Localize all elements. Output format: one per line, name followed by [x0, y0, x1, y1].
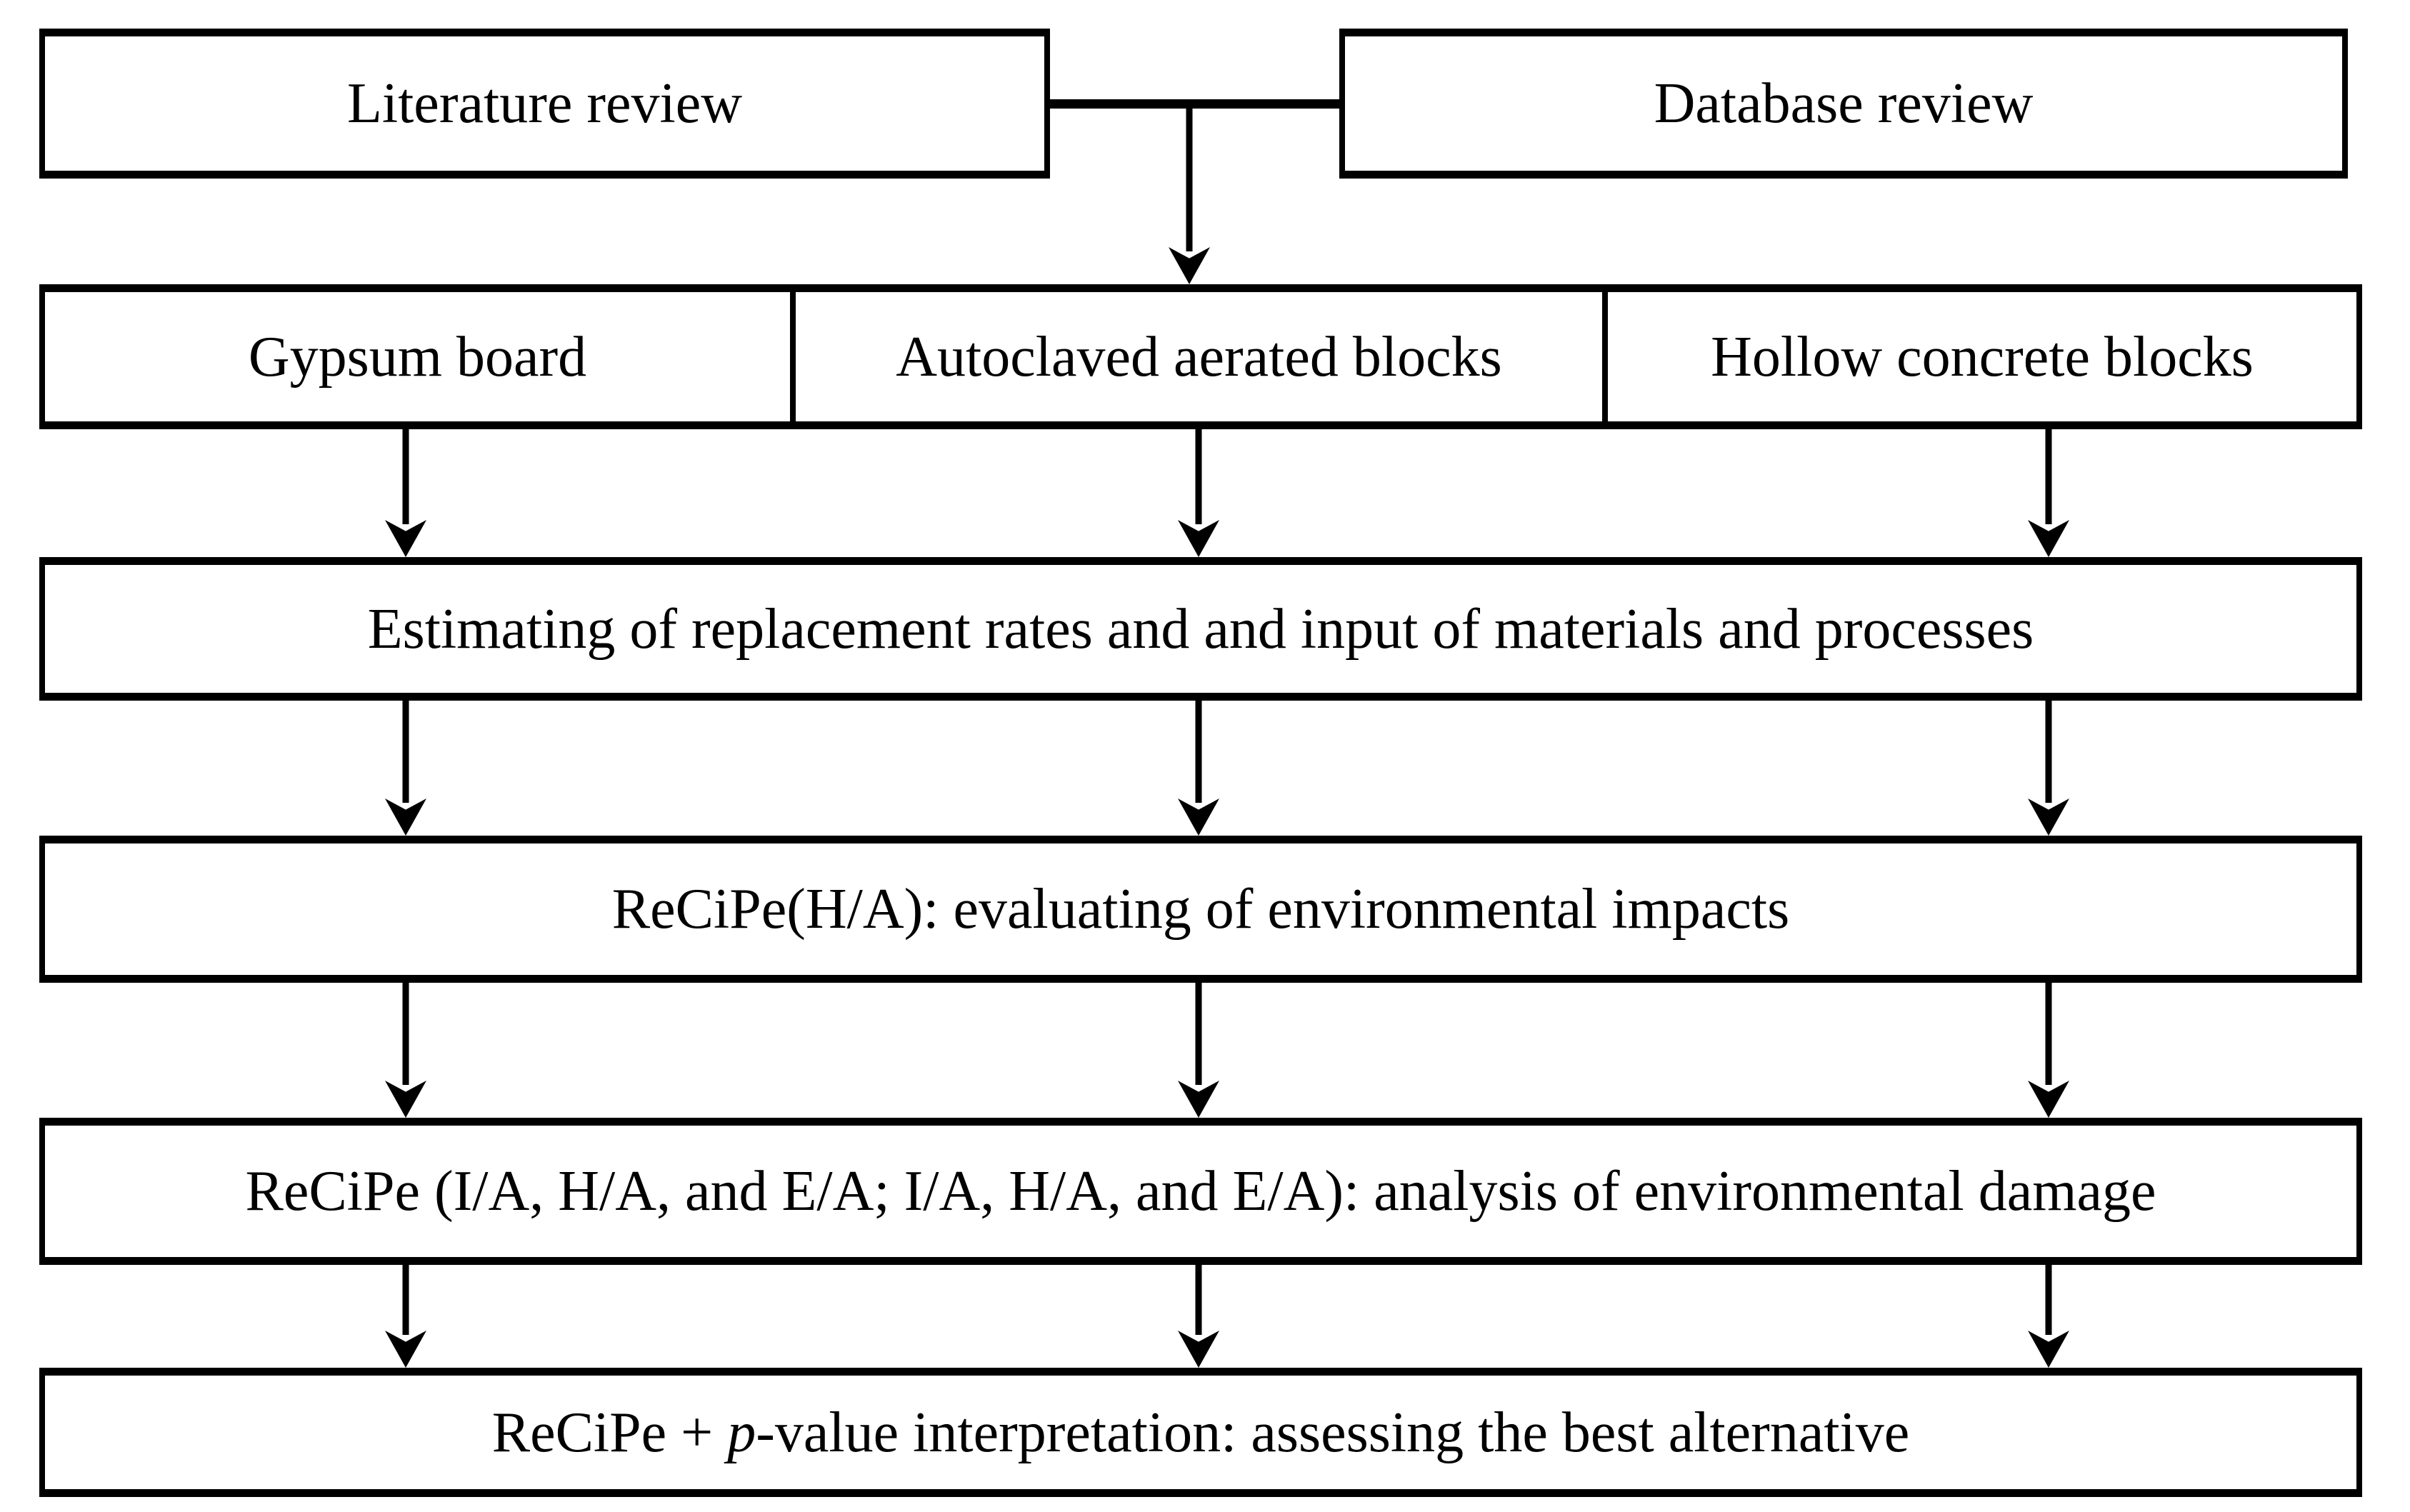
arrow-materials-estimating-left — [385, 429, 426, 557]
arrow-estimating-impacts-left — [385, 701, 426, 836]
arrow-shaft — [402, 1265, 409, 1335]
arrow-shaft — [1195, 983, 1202, 1085]
arrow-estimating-impacts-center — [1178, 701, 1219, 836]
arrowhead-icon — [2028, 520, 2069, 557]
arrow-shaft — [2045, 983, 2052, 1085]
arrow-impacts-damage-center — [1178, 983, 1219, 1118]
recipe-damage-label: ReCiPe (I/A, H/A, and E/A; I/A, H/A, and… — [245, 1160, 2156, 1223]
arrow-damage-interpretation-left — [385, 1265, 426, 1368]
arrowhead-icon — [1178, 1331, 1219, 1368]
hollow-concrete-blocks-cell: Hollow concrete blocks — [1602, 292, 2356, 421]
arrow-damage-interpretation-center — [1178, 1265, 1219, 1368]
literature-review-box: Literature review — [39, 29, 1050, 179]
autoclaved-aerated-blocks-label: Autoclaved aerated blocks — [896, 325, 1502, 389]
arrow-shaft — [402, 429, 409, 524]
arrow-shaft — [402, 983, 409, 1085]
database-review-box: Database review — [1339, 29, 2348, 179]
literature-review-label: Literature review — [346, 72, 742, 135]
arrow-shaft — [2045, 701, 2052, 803]
arrowhead-icon — [1169, 247, 1210, 284]
arrow-estimating-impacts-right — [2028, 701, 2069, 836]
arrow-damage-interpretation-right — [2028, 1265, 2069, 1368]
materials-row-box: Gypsum board Autoclaved aerated blocks H… — [39, 284, 2362, 429]
recipe-pvalue-label: ReCiPe + p-value interpretation: assessi… — [492, 1401, 1910, 1464]
recipe-impacts-box: ReCiPe(H/A): evaluating of environmental… — [39, 836, 2362, 983]
recipe-pvalue-prefix: ReCiPe + — [491, 1401, 728, 1464]
merge-arrow-down — [1169, 104, 1210, 284]
autoclaved-aerated-blocks-cell: Autoclaved aerated blocks — [790, 292, 1602, 421]
gypsum-board-cell: Gypsum board — [45, 292, 790, 421]
estimating-label: Estimating of replacement rates and and … — [367, 597, 2034, 661]
arrowhead-icon — [1178, 520, 1219, 557]
database-review-label: Database review — [1654, 72, 2034, 135]
arrowhead-icon — [1178, 1081, 1219, 1118]
arrow-impacts-damage-right — [2028, 983, 2069, 1118]
recipe-damage-box: ReCiPe (I/A, H/A, and E/A; I/A, H/A, and… — [39, 1118, 2362, 1265]
arrow-impacts-damage-left — [385, 983, 426, 1118]
arrow-materials-estimating-right — [2028, 429, 2069, 557]
arrow-shaft — [1186, 104, 1193, 251]
arrowhead-icon — [385, 1331, 426, 1368]
arrowhead-icon — [2028, 798, 2069, 836]
gypsum-board-label: Gypsum board — [248, 325, 587, 389]
arrow-shaft — [402, 701, 409, 803]
arrow-shaft — [1195, 429, 1202, 524]
arrow-shaft — [1195, 701, 1202, 803]
arrow-shaft — [1195, 1265, 1202, 1335]
arrowhead-icon — [1178, 798, 1219, 836]
arrow-materials-estimating-center — [1178, 429, 1219, 557]
recipe-pvalue-suffix: -value interpretation: assessing the bes… — [756, 1401, 1910, 1464]
arrowhead-icon — [385, 798, 426, 836]
hollow-concrete-blocks-label: Hollow concrete blocks — [1711, 325, 2254, 389]
recipe-pvalue-box: ReCiPe + p-value interpretation: assessi… — [39, 1368, 2362, 1497]
merge-connector-line — [1050, 99, 1339, 109]
recipe-pvalue-p: p — [727, 1401, 756, 1464]
estimating-box: Estimating of replacement rates and and … — [39, 557, 2362, 701]
arrowhead-icon — [2028, 1331, 2069, 1368]
arrow-shaft — [2045, 429, 2052, 524]
arrowhead-icon — [2028, 1081, 2069, 1118]
arrowhead-icon — [385, 1081, 426, 1118]
arrowhead-icon — [385, 520, 426, 557]
arrow-shaft — [2045, 1265, 2052, 1335]
recipe-impacts-label: ReCiPe(H/A): evaluating of environmental… — [611, 878, 1790, 941]
